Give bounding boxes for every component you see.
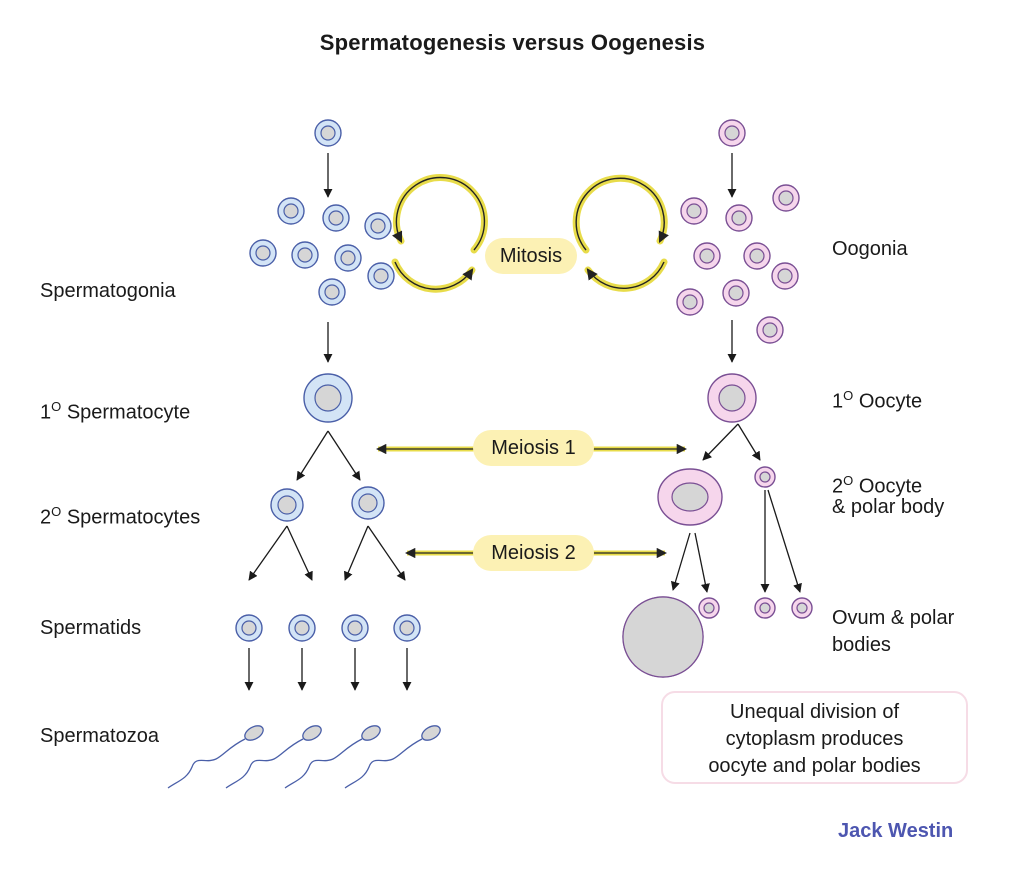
spermatid-cell-2: [288, 614, 316, 642]
mitosis-cycle-arrows: [391, 174, 669, 293]
oogonium-cell-1: [772, 184, 800, 212]
spermatogonium-stem-cell: [314, 119, 342, 147]
polar-body-cell-1: [698, 597, 720, 619]
secondary-oocyte-cell: [657, 468, 723, 526]
arrow-spermatocyte-right: [327, 430, 361, 481]
polar-body-cell-3: [791, 597, 813, 619]
arrow-secondary-to-polar: [694, 532, 710, 593]
meiosis-1-label: Meiosis 1: [473, 430, 594, 466]
spermatogonium-cell-3: [364, 212, 392, 240]
spermatogonium-cell-1: [277, 197, 305, 225]
arrow-oocyte-to-polar: [737, 423, 761, 461]
label-secondary-oocyte: 2O Oocyte: [832, 473, 923, 498]
mitosis-label: Mitosis: [485, 238, 577, 274]
spermatogonium-cell-4: [249, 239, 277, 267]
label-bodies: bodies: [832, 634, 891, 656]
label-primary-oocyte: 1O Oocyte: [832, 388, 923, 413]
label-spermatogonia: Spermatogonia: [40, 280, 176, 302]
spermatogonium-cell-6: [334, 244, 362, 272]
spermatid-cell-3: [341, 614, 369, 642]
arrow-secondary-to-ovum: [670, 532, 691, 591]
oogonium-cell-8: [676, 288, 704, 316]
page-title: Spermatogenesis versus Oogenesis: [319, 30, 706, 55]
secondary-spermatocyte-cell-2: [351, 486, 385, 520]
spermatozoon-2: [225, 725, 322, 789]
oogonium-stem-cell: [718, 119, 746, 147]
note-line-2: cytoplasm produces: [725, 728, 904, 750]
note-line-3: oocyte and polar bodies: [708, 755, 921, 777]
label-polar-body: & polar body: [832, 496, 945, 518]
unequal-division-note: Unequal division of cytoplasm produces o…: [661, 691, 968, 784]
arrow-spermatocyte-left: [296, 430, 329, 481]
first-polar-body-cell: [754, 466, 776, 488]
oogonium-cell-4: [693, 242, 721, 270]
spermatid-cell-1: [235, 614, 263, 642]
oogonium-cell-5: [743, 242, 771, 270]
label-oogonia: Oogonia: [832, 238, 908, 260]
secondary-spermatocyte-cell-1: [270, 488, 304, 522]
oogonium-cell-7: [722, 279, 750, 307]
oogonium-cell-2: [680, 197, 708, 225]
arrow-polar-right: [767, 489, 802, 593]
label-spermatozoa: Spermatozoa: [40, 725, 159, 747]
arrow-sec2-left: [344, 525, 369, 581]
arrow-oocyte-to-secondary: [702, 423, 739, 461]
spermatozoon-4: [344, 725, 441, 789]
meiosis-2-label: Meiosis 2: [473, 535, 594, 571]
spermatogonium-cell-8: [318, 278, 346, 306]
label-spermatids: Spermatids: [40, 617, 142, 639]
spermatozoon-1: [167, 725, 264, 789]
e: [622, 596, 704, 678]
brand-logo-text: Jack Westin: [838, 820, 954, 842]
oogonium-cell-9: [756, 316, 784, 344]
primary-oocyte-cell: [707, 373, 757, 423]
spermatozoa-group: [167, 725, 441, 789]
primary-spermatocyte-cell: [303, 373, 353, 423]
spermatogonium-cell-2: [322, 204, 350, 232]
oogonium-cell-6: [771, 262, 799, 290]
note-line-1: Unequal division of: [730, 701, 899, 723]
polar-body-cell-2: [754, 597, 776, 619]
label-secondary-spermatocytes: 2O Spermatocytes: [40, 504, 201, 529]
spermatozoon-3: [284, 725, 381, 789]
arrow-sec1-right: [286, 525, 313, 581]
spermatid-cell-4: [393, 614, 421, 642]
arrow-sec2-right: [367, 525, 406, 581]
label-primary-spermatocyte: 1O Spermatocyte: [40, 399, 191, 424]
arrow-sec1-left: [248, 525, 288, 581]
label-ovum-polar: Ovum & polar: [832, 607, 955, 629]
spermatogonium-cell-5: [291, 241, 319, 269]
spermatogonium-cell-7: [367, 262, 395, 290]
oogonium-cell-3: [725, 204, 753, 232]
